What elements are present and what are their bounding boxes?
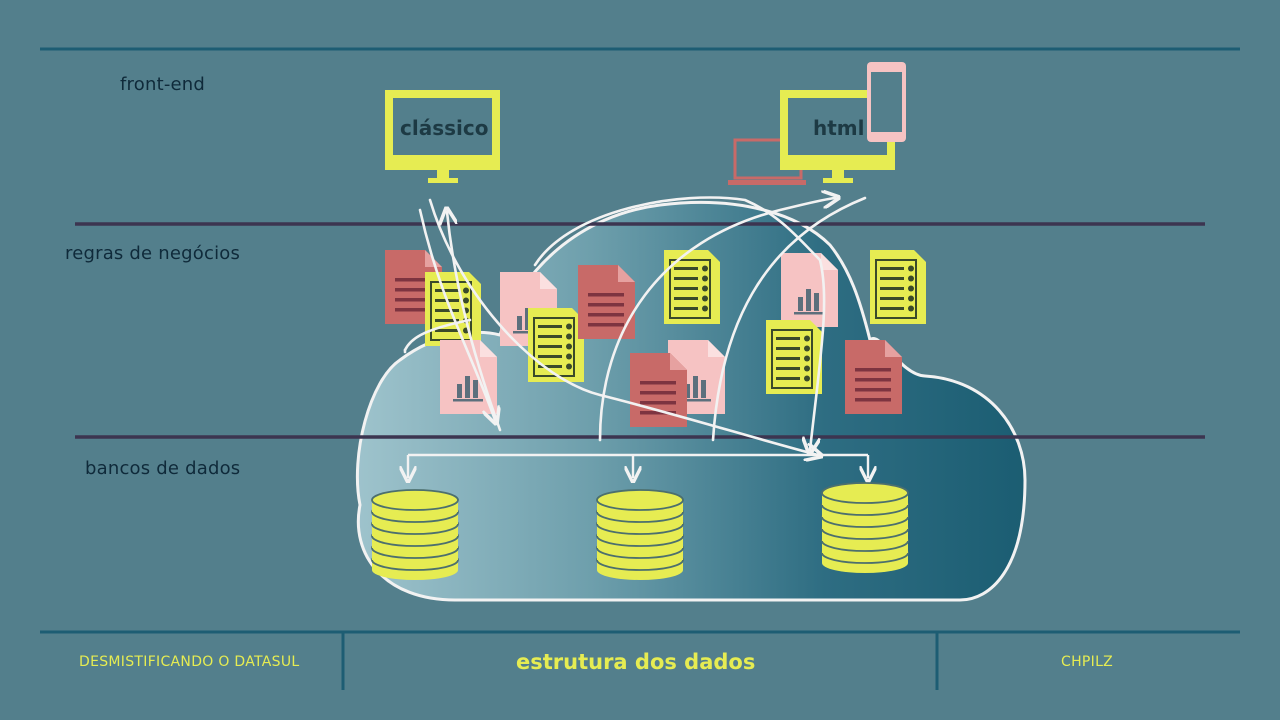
monitor-icon-classic bbox=[385, 90, 500, 183]
database-connector bbox=[408, 453, 868, 478]
footer-episode-title: estrutura dos dados bbox=[516, 650, 756, 674]
footer-author: CHPILZ bbox=[1061, 654, 1114, 670]
flow-arrows bbox=[403, 198, 867, 455]
smartphone-icon bbox=[867, 62, 906, 142]
layer-label-business: regras de negócios bbox=[65, 243, 241, 264]
footer-series-title: DESMISTIFICANDO O DATASUL bbox=[79, 654, 300, 670]
layer-label-frontend: front-end bbox=[120, 74, 206, 95]
html-screen-label: html bbox=[813, 116, 865, 140]
layer-label-database: bancos de dados bbox=[85, 458, 241, 479]
classic-screen-label: clássico bbox=[400, 116, 489, 140]
